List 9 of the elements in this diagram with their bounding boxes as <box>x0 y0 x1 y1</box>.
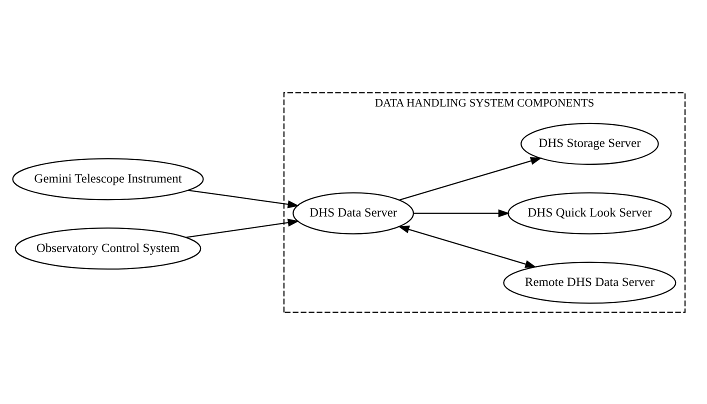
arrow <box>398 225 537 268</box>
node-ellipse: Gemini Telescope Instrument <box>12 158 204 200</box>
arrow <box>399 156 542 200</box>
node-ellipse: DHS Quick Look Server <box>508 192 672 234</box>
arrow <box>186 218 300 238</box>
arrow <box>188 189 300 208</box>
node-ellipse: Observatory Control System <box>14 227 202 270</box>
node-ellipse: Remote DHS Data Server <box>503 261 676 304</box>
arrow <box>414 208 510 217</box>
